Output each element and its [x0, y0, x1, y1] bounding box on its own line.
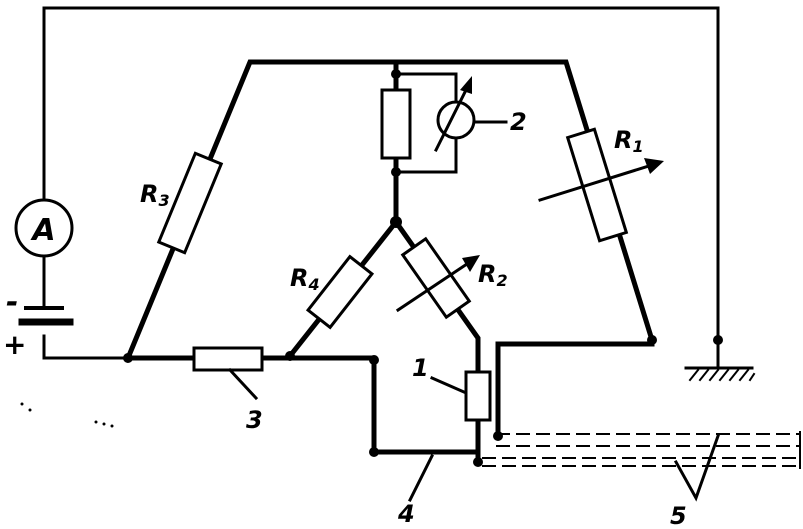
scan-specks — [20, 402, 114, 428]
junction-dot — [473, 457, 483, 467]
center-resistor — [380, 88, 412, 160]
junction-dot — [493, 431, 503, 441]
galvanometer-arrow — [433, 76, 472, 153]
ammeter-label: A — [30, 213, 55, 248]
r1-return-wire — [495, 337, 655, 439]
wire-battery-to-junction — [42, 334, 130, 360]
junction-dot — [647, 335, 657, 345]
label-5: 5 — [670, 502, 687, 529]
r3-label: R3 — [140, 180, 170, 210]
junction-dot — [285, 351, 295, 361]
junction-dot — [369, 447, 379, 457]
junction-dot — [713, 335, 723, 345]
ammeter-symbol — [14, 198, 74, 258]
resistor-3 — [192, 346, 264, 372]
label-1: 1 — [412, 354, 429, 382]
bridge-wire-right — [393, 59, 656, 344]
junction-dot — [369, 355, 379, 365]
label-5-leader — [673, 434, 720, 502]
battery-plus-label: + — [3, 328, 26, 361]
resistor-r2 — [400, 236, 472, 320]
junction-dot — [391, 69, 401, 79]
r2-variable-arrow — [395, 255, 480, 313]
label-3-leader — [227, 367, 259, 401]
label-4-leader — [407, 453, 435, 503]
junction-dot — [123, 353, 133, 363]
outer-wire-top — [42, 6, 720, 344]
label-4: 4 — [397, 500, 415, 528]
r1-label: R1 — [614, 126, 644, 156]
element-1 — [464, 370, 492, 422]
bridge-wire-left — [124, 59, 399, 362]
junction-dot — [390, 216, 402, 228]
r4-label: R4 — [290, 264, 320, 294]
r1-variable-arrow — [538, 158, 664, 202]
cable-5 — [482, 431, 801, 469]
junction-dot — [391, 167, 401, 177]
r2-label: R2 — [478, 260, 508, 290]
label-2: 2 — [510, 108, 527, 136]
resistor-r1 — [565, 127, 629, 243]
label-1-leader — [430, 376, 466, 394]
resistor-r4 — [305, 254, 375, 330]
resistor-r3 — [156, 151, 224, 255]
battery-minus-label: - — [6, 285, 18, 320]
label-3: 3 — [246, 406, 263, 434]
ground-symbol — [684, 366, 756, 382]
